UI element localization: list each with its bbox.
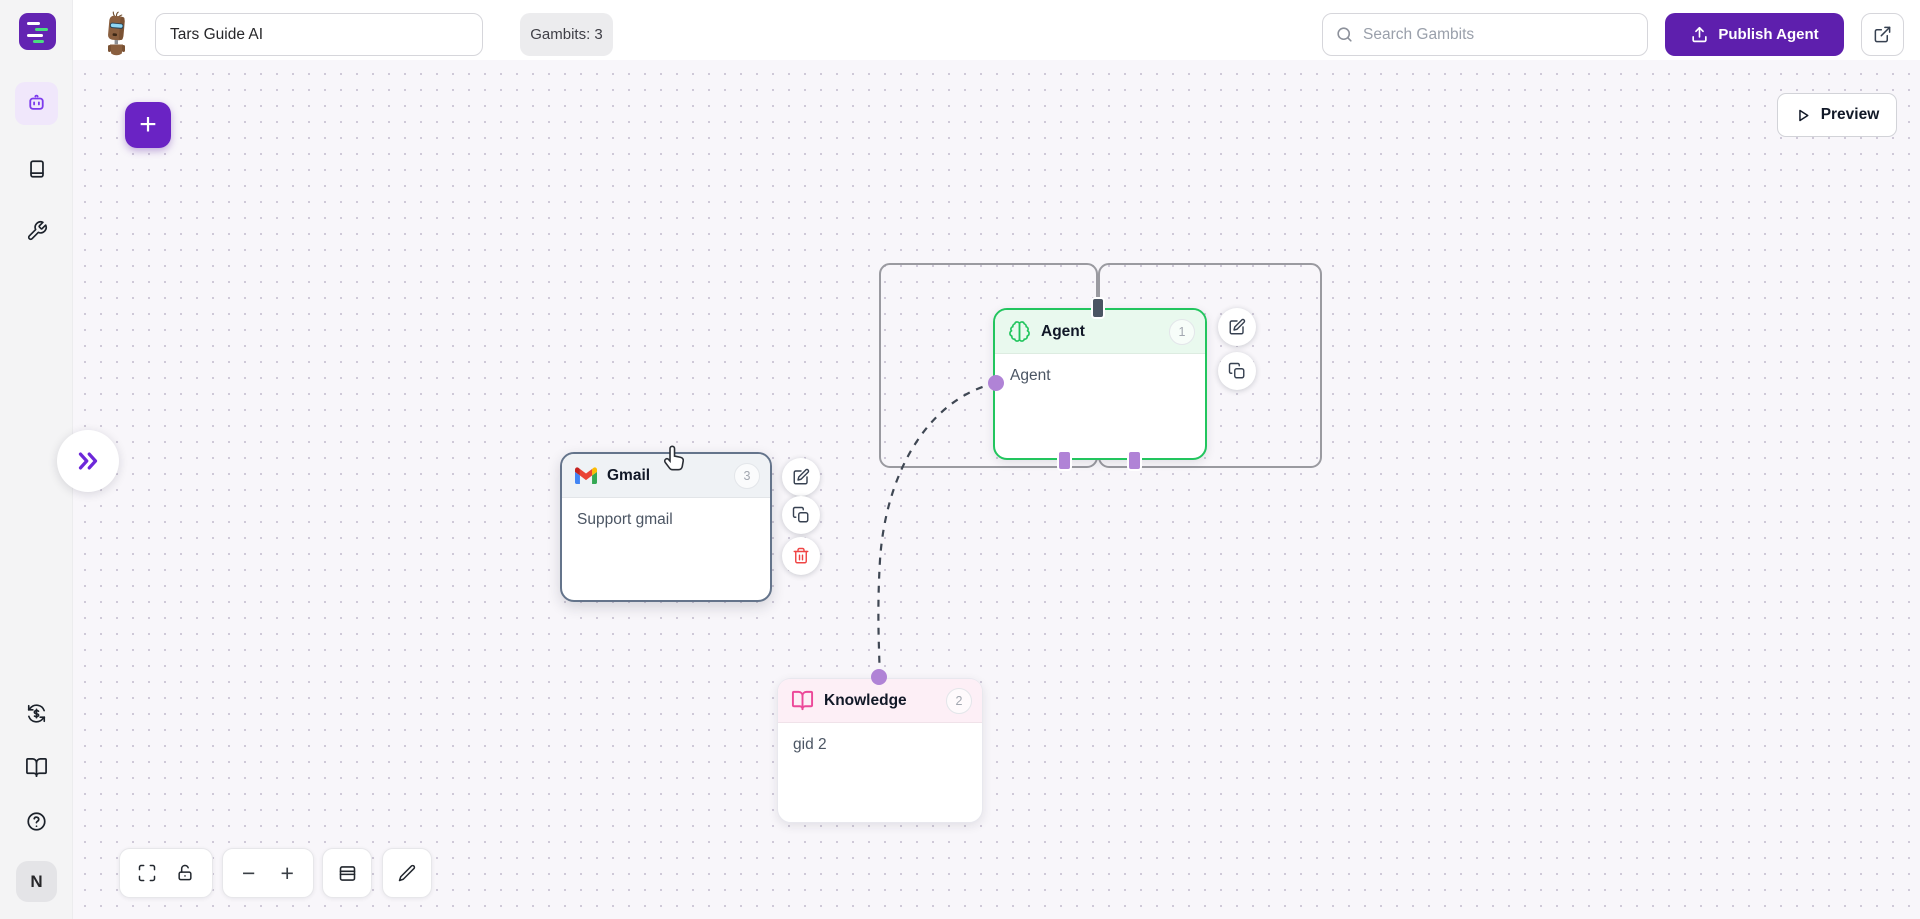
annotate-button[interactable] [382,848,432,898]
search-gambits[interactable] [1322,13,1648,56]
node-gmail-header[interactable]: Gmail 3 [562,454,770,498]
agent-top-target-handle[interactable] [1091,297,1105,319]
logo-bar [35,28,48,32]
edit-icon [792,468,810,486]
add-gambit-button[interactable]: + [125,102,171,148]
upload-icon [1690,25,1709,44]
node-knowledge[interactable]: Knowledge 2 gid 2 [777,678,983,823]
trash-icon [792,547,810,565]
gmail-icon [575,467,597,484]
copy-icon [1228,362,1246,380]
logo-bar [27,34,43,38]
node-knowledge-body[interactable]: gid 2 [793,736,827,753]
agent-edit-button[interactable] [1218,308,1256,346]
sidebar-item-billing[interactable] [15,692,58,735]
user-initial: N [30,871,43,891]
node-knowledge-badge: 2 [946,687,972,714]
logo-bar [27,22,40,26]
dollar-refresh-icon [25,702,48,725]
lock-toggle-button[interactable] [175,863,195,883]
wrench-icon [26,220,48,242]
play-icon [1795,107,1812,124]
edit-icon [1228,318,1246,336]
preview-button[interactable]: Preview [1777,93,1897,137]
fit-view-button[interactable] [137,863,157,883]
book-open-icon [25,756,48,779]
logo-bar [33,40,44,44]
edge-knowledge-to-agent[interactable] [877,381,997,667]
agent-duplicate-button[interactable] [1218,352,1256,390]
user-avatar[interactable]: N [16,861,57,902]
expand-panel-button[interactable] [57,430,119,492]
edge-layer [877,381,997,667]
node-gmail[interactable]: Gmail 3 Support gmail [560,452,772,602]
help-icon [25,810,48,833]
hand-cursor [658,443,690,479]
view-controls [119,848,213,898]
sidebar-item-agent-builder[interactable] [15,82,58,125]
node-knowledge-header[interactable]: Knowledge 2 [778,679,982,723]
topbar: Gambits: 3 Publish Agent [73,0,1920,60]
gmail-duplicate-button[interactable] [782,496,820,534]
zoom-out-button[interactable]: − [242,859,256,886]
layout-panel-button[interactable] [322,848,372,898]
node-agent-badge: 1 [1169,318,1195,345]
agent-name-input[interactable] [155,13,483,56]
node-gmail-title: Gmail [607,466,651,484]
node-gmail-badge: 3 [734,462,760,489]
agent-bottom-source-handle-2[interactable] [1127,450,1142,471]
agent-left-target-handle[interactable] [988,375,1004,391]
sidebar-item-tools[interactable] [15,209,58,252]
search-icon [1335,25,1354,44]
sidebar-item-help[interactable] [15,800,58,843]
brain-icon [1008,320,1031,343]
copy-icon [792,506,810,524]
node-agent[interactable]: Agent 1 Agent [993,308,1207,460]
panel-rows-icon [337,863,358,884]
open-external-button[interactable] [1861,13,1904,56]
agent-avatar [102,10,132,57]
tablet-icon [26,158,48,180]
gambits-count-badge: Gambits: 3 [520,13,613,56]
search-input[interactable] [1363,25,1635,44]
robot-icon [25,92,48,115]
gmail-delete-button[interactable] [782,537,820,575]
zoom-in-button[interactable]: + [280,859,294,886]
zoom-controls: − + [222,848,314,898]
knowledge-top-source-handle[interactable] [871,669,887,685]
gmail-edit-button[interactable] [782,458,820,496]
node-agent-title: Agent [1041,322,1085,340]
chevrons-right-icon [73,446,103,476]
book-open-icon [791,689,814,712]
pencil-icon [397,863,417,883]
flow-canvas[interactable]: Agent 1 Agent Gmail 3 Support gmail [73,60,1920,919]
agent-bottom-source-handle-1[interactable] [1057,450,1072,471]
sidebar-item-docs[interactable] [15,746,58,789]
node-agent-body[interactable]: Agent [1010,367,1051,384]
tars-logo[interactable] [19,13,56,50]
node-knowledge-title: Knowledge [824,691,907,709]
sidebar-item-library[interactable] [15,147,58,190]
external-link-icon [1873,25,1892,44]
node-gmail-body[interactable]: Support gmail [577,511,673,528]
publish-agent-button[interactable]: Publish Agent [1665,13,1844,56]
